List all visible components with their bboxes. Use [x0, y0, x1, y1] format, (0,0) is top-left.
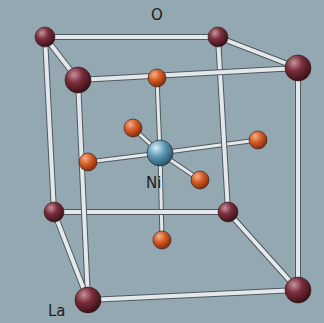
la-atom: [285, 277, 311, 303]
bond-outline: [78, 68, 298, 80]
bond-outline: [78, 80, 88, 300]
la-atom: [44, 202, 64, 222]
bond-outline: [88, 290, 298, 300]
o-atom: [153, 231, 171, 249]
bond-tube: [160, 140, 258, 153]
bond-outline: [54, 212, 88, 300]
bond-outline: [54, 209, 228, 215]
bond-tube: [54, 212, 88, 300]
bond-outline: [45, 37, 54, 212]
ni-atom: [147, 140, 173, 166]
bond-tube: [218, 37, 228, 212]
bond-outline: [45, 34, 218, 40]
atom-label: Ni: [146, 176, 161, 191]
bond-tube: [45, 37, 54, 212]
atom-label: O: [151, 8, 163, 23]
bond-tube: [296, 68, 300, 290]
o-atom: [249, 131, 267, 149]
o-atom: [148, 69, 166, 87]
o-atom: [124, 119, 142, 137]
la-atom: [218, 202, 238, 222]
la-atom: [208, 27, 228, 47]
la-atom: [35, 27, 55, 47]
bond-tube: [228, 212, 298, 290]
bond-outline: [160, 140, 258, 153]
la-atom: [75, 287, 101, 313]
la-atom: [65, 67, 91, 93]
o-atom: [191, 171, 209, 189]
bond-tube: [45, 35, 218, 39]
bond-outline: [295, 68, 301, 290]
bond-outline: [218, 37, 228, 212]
bond-tube: [54, 210, 228, 214]
bond-outline: [228, 212, 298, 290]
bond-tube: [78, 80, 88, 300]
la-atom: [285, 55, 311, 81]
bond-tube: [78, 68, 298, 80]
atom-label: La: [48, 304, 66, 319]
o-atom: [79, 153, 97, 171]
bond-tube: [88, 290, 298, 300]
